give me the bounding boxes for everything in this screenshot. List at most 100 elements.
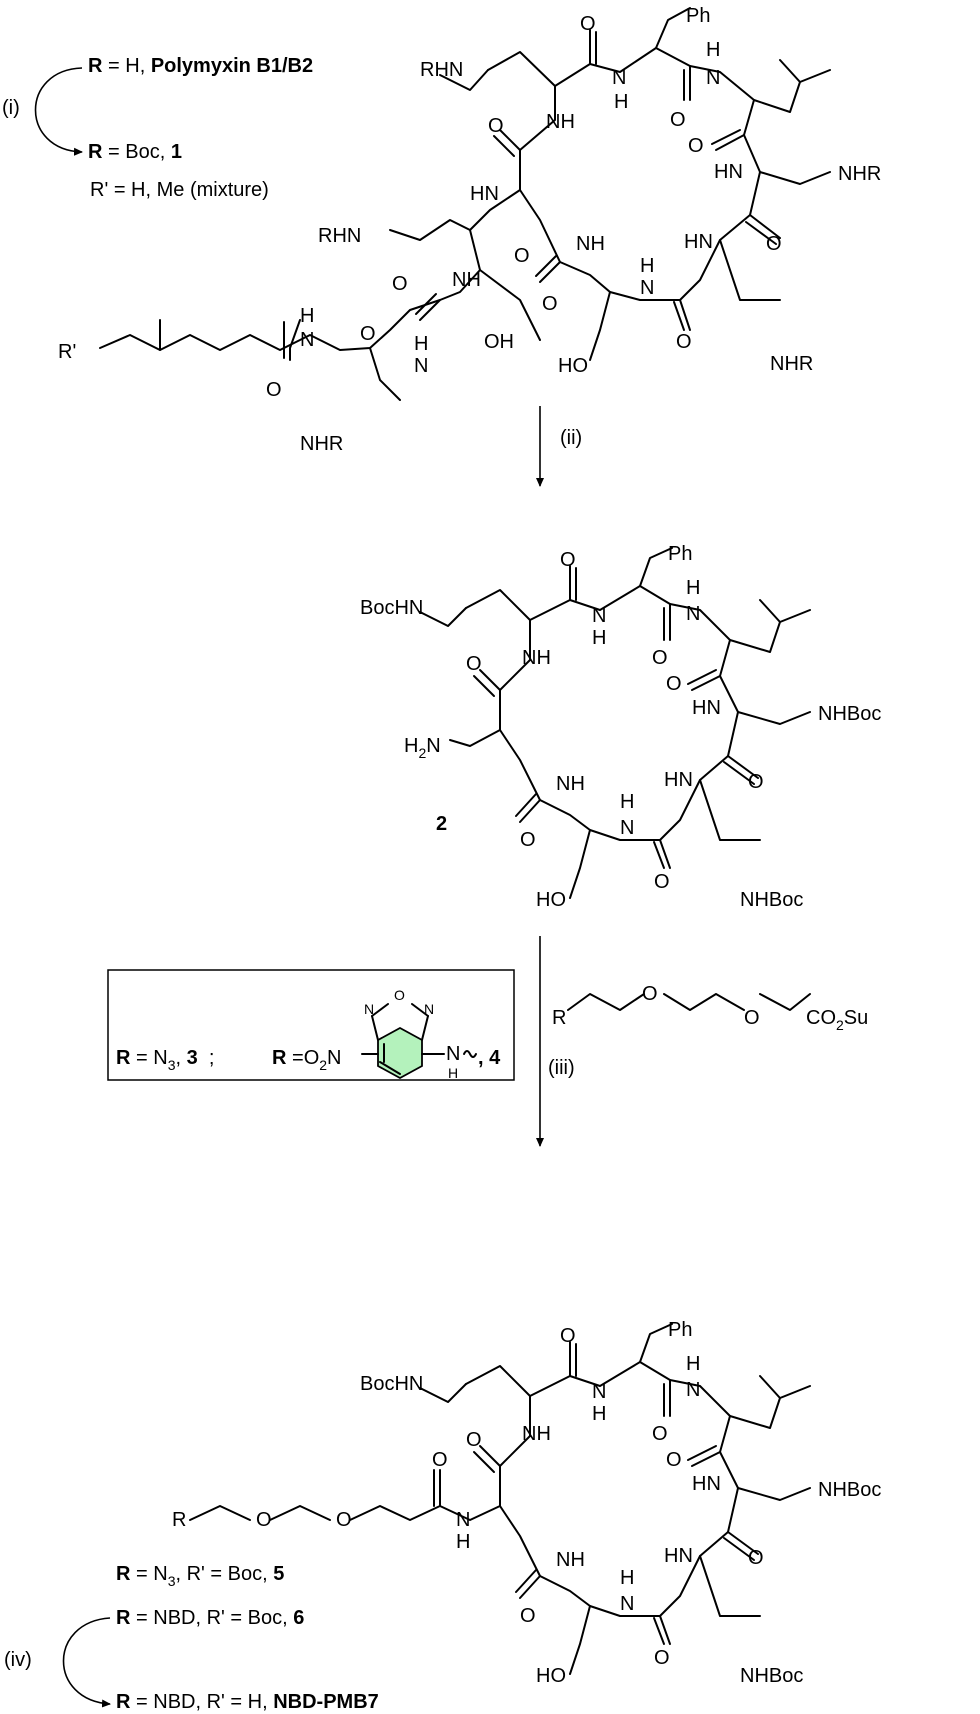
atom-h-11: H (456, 1531, 470, 1553)
atom-nh-2: NH (546, 111, 575, 133)
atom-hn-7: HN (664, 1545, 693, 1567)
atom-h-4: H (300, 305, 314, 327)
atom-nhr-1: NHR (838, 163, 881, 185)
atom-o-2: O (670, 109, 686, 131)
box-nh-h: H (448, 1065, 458, 1081)
atom-nh-3: NH (576, 233, 605, 255)
atom-h-10: H (686, 1353, 700, 1375)
nbd-benzene-highlight (377, 1026, 423, 1080)
nbd-ring-n-left: N (364, 1001, 374, 1017)
r-prime-label: R' = H, Me (mixture) (90, 179, 269, 201)
atom-o-27: O (520, 1605, 536, 1627)
compound-6-label: R = NBD, R' = Boc, 6 (116, 1607, 304, 1629)
atom-hn-1: HN (714, 161, 743, 183)
atom-o-12: O (560, 549, 576, 571)
atom-o-26: O (748, 1547, 764, 1569)
atom-ph-1: Ph (686, 5, 710, 27)
atom-rhn-1: RHN (420, 59, 463, 81)
compound-5-label: R = N3, R' = Boc, 5 (116, 1563, 284, 1589)
atom-ph-2: Ph (668, 543, 692, 565)
atom-o-21: O (466, 1429, 482, 1451)
atom-o-18: O (654, 871, 670, 893)
atom-o-10: O (266, 379, 282, 401)
step-ii-label: (ii) (560, 427, 582, 449)
atom-n-4: N (300, 329, 314, 351)
polymyxin-structure (99, 7, 831, 401)
atom-nhboc-3: NHBoc (818, 1479, 881, 1501)
atom-nh-6: NH (556, 773, 585, 795)
product-structure (189, 1323, 811, 1675)
atom-hn-5: HN (664, 769, 693, 791)
start-r-label: R = H, Polymyxin B1/B2 (88, 55, 313, 77)
box-nh-wavy: N (446, 1043, 460, 1065)
atom-nh-4: NH (452, 269, 481, 291)
atom-rhn-2: RHN (318, 225, 361, 247)
atom-n-11: N (620, 1593, 634, 1615)
atom-h-2: H (706, 39, 720, 61)
atom-h-5: H (414, 333, 428, 355)
atom-h-3: H (640, 255, 654, 277)
atom-hn-4: HN (692, 697, 721, 719)
atom-r-product: R (172, 1509, 186, 1531)
atom-o-4: O (688, 135, 704, 157)
atom-h-12: H (620, 1567, 634, 1589)
atom-n-5: N (414, 355, 428, 377)
atom-ph-3: Ph (668, 1319, 692, 1341)
atom-n-8: N (620, 817, 634, 839)
atom-o-22: O (432, 1449, 448, 1471)
box-r-n3: R = N3, 3 ; (116, 1047, 214, 1073)
atom-nhboc-4: NHBoc (740, 1665, 803, 1687)
atom-o-15: O (666, 673, 682, 695)
atom-nh-9: NH (556, 1549, 585, 1571)
nbd-ring-n-right: N (424, 1001, 434, 1017)
atom-o-3: O (488, 115, 504, 137)
atom-o-7: O (392, 273, 408, 295)
atom-hn-2: HN (470, 183, 499, 205)
step-i-label: (i) (2, 97, 20, 119)
atom-h2n: H2N (404, 735, 441, 761)
atom-o-1: O (580, 13, 596, 35)
reagent-o-1: O (642, 983, 658, 1005)
atom-o-19: O (560, 1325, 576, 1347)
atom-o-14: O (466, 653, 482, 675)
nbd-ring-o: O (394, 987, 405, 1003)
atom-o-6: O (766, 233, 782, 255)
compound-1-label: R = Boc, 1 (88, 141, 182, 163)
reagent-r: R (552, 1007, 566, 1029)
nbd-oxadiazole (371, 1003, 429, 1075)
reagent-co2su: CO2Su (806, 1007, 868, 1033)
compound-2-number: 2 (436, 813, 447, 835)
atom-nhr-3: NHR (300, 433, 343, 455)
box-compound-4: , 4 (478, 1047, 501, 1069)
atom-nh-5: NH (522, 647, 551, 669)
box-r-nbd: R =O2N (272, 1047, 342, 1073)
atom-h-8: H (620, 791, 634, 813)
atom-h-9: H (592, 1403, 606, 1425)
atom-rp-1: R' (58, 341, 76, 363)
atom-o-8: O (542, 293, 558, 315)
atom-nhboc-2: NHBoc (740, 889, 803, 911)
atom-h-7: H (686, 577, 700, 599)
atom-n-6: N (592, 605, 606, 627)
atom-o-5: O (514, 245, 530, 267)
atom-n-2: N (706, 67, 720, 89)
r-definitions-box (107, 969, 515, 1081)
atom-n-9: N (592, 1381, 606, 1403)
atom-o-17: O (520, 829, 536, 851)
curved-arrow-i (34, 67, 83, 156)
atom-o-23: O (666, 1449, 682, 1471)
atom-h-6: H (592, 627, 606, 649)
atom-o-9: O (360, 323, 376, 345)
atom-ho-2: HO (536, 889, 566, 911)
atom-o-25: O (336, 1509, 352, 1531)
atom-nh-7: NH (522, 1423, 551, 1445)
compound-2-structure (419, 547, 811, 899)
atom-nh-8: N (456, 1509, 470, 1531)
step-iii-label: (iii) (548, 1057, 575, 1079)
curved-arrow-iv (62, 1617, 111, 1708)
atom-o-16: O (748, 771, 764, 793)
atom-ho-1: HO (558, 355, 588, 377)
atom-o-20: O (652, 1423, 668, 1445)
wavy-bond (463, 1050, 477, 1058)
